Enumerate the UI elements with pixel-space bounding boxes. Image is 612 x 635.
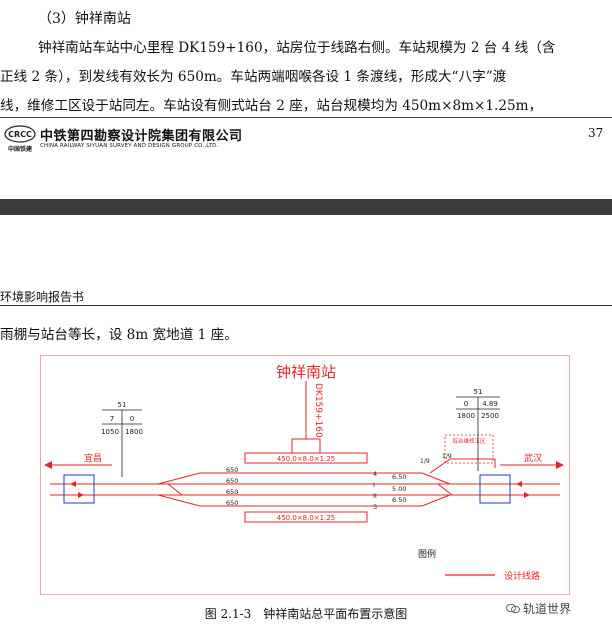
- right-turnout-upper: [421, 472, 451, 485]
- spacing-1: 6.50: [392, 473, 406, 481]
- left-sign-top: 51: [118, 401, 127, 409]
- company-name-cn: 中铁第四勘察设计院集团有限公司: [40, 129, 243, 144]
- paragraph-continued: 雨棚与站台等长，设 8m 宽地道 1 座。: [0, 327, 238, 343]
- left-portal: [63, 474, 95, 504]
- platform-south: [244, 511, 368, 523]
- turnout-label-1: 1/9: [420, 458, 430, 465]
- page-separator: [0, 199, 612, 215]
- depot-area: [444, 434, 494, 464]
- right-crossover: [437, 483, 453, 496]
- turnout-label-2: 1/9: [442, 453, 452, 460]
- company-name-en: CHINA RAILWAY SIYUAN SURVEY AND DESIGN G…: [40, 143, 219, 149]
- figure-caption: 图 2.1-3 钟祥南站总平面布置示意图: [204, 607, 408, 621]
- track-length-3: 650: [226, 488, 238, 496]
- track-number-4: 4: [373, 470, 377, 478]
- left-train-arrow-1: [70, 481, 76, 487]
- left-grade-sign: [102, 409, 142, 477]
- station-layout-diagram: 钟祥南站 DK159+160 450.0×8.0×1.25 450.0×8.0×…: [40, 355, 570, 595]
- right-sign-top: 51: [474, 388, 483, 396]
- spacing-2: 5.00: [392, 485, 406, 493]
- right-direction-arrow: [556, 461, 564, 469]
- right-sign-bot-left: 1800: [457, 412, 475, 420]
- mileage-label: DK159+160: [313, 383, 323, 438]
- track-number-3: 3: [373, 503, 377, 511]
- section-subheading: （3）钟祥南站: [38, 11, 131, 27]
- page-number: 37: [588, 126, 604, 140]
- track-length-2: 650: [226, 477, 238, 485]
- track-length-4: 650: [226, 499, 238, 507]
- right-sign-bot-right: 2500: [481, 412, 499, 420]
- right-sign-mid-right: 4.89: [482, 400, 498, 408]
- crcc-logo: CRCC 中国铁建: [4, 125, 36, 153]
- wechat-icon: [506, 603, 520, 614]
- logo-text: CRCC: [8, 130, 32, 139]
- track-length-1: 650: [226, 466, 238, 474]
- footer-rule: [0, 117, 612, 118]
- watermark-text: 轨道世界: [523, 602, 572, 616]
- right-city: 武汉: [524, 452, 542, 464]
- right-train-arrow-2: [524, 492, 530, 498]
- paragraph-line-1: 钟祥南站车站中心里程 DK159+160，站房位于线路右侧。车站规模为 2 台 …: [38, 40, 556, 56]
- left-turnout-lower: [157, 494, 201, 507]
- right-portal: [479, 474, 511, 504]
- left-sign-bot-left: 1050: [101, 428, 119, 436]
- platform-north-label: 450.0×8.0×1.25: [277, 455, 336, 463]
- spacing-3: 6.50: [392, 496, 406, 504]
- left-city: 宜昌: [84, 452, 102, 464]
- left-sign-mid-left: 7: [110, 415, 114, 423]
- paragraph-line-3: 线，维修工区设于站同左。车站设有侧式站台 2 座，站台规模均为 450m×8m×…: [0, 98, 543, 114]
- legend-item: 设计线路: [504, 570, 540, 582]
- left-crossover: [167, 483, 183, 496]
- right-grade-sign: [456, 396, 500, 471]
- right-train-arrow-1: [516, 481, 522, 487]
- station-building: [291, 438, 321, 454]
- left-direction-arrow: [44, 461, 52, 469]
- track-number-II: II: [373, 492, 377, 500]
- track-number-I: I: [373, 481, 375, 489]
- left-sign-bot-right: 1800: [125, 428, 143, 436]
- station-title: 钟祥南站: [276, 363, 336, 381]
- left-sign-mid-right: 0: [130, 415, 134, 423]
- right-sign-mid-left: 0: [464, 400, 468, 408]
- platform-north: [244, 452, 368, 464]
- legend-title: 图例: [418, 548, 436, 560]
- page-top: （3）钟祥南站 钟祥南站车站中心里程 DK159+160，站房位于线路右侧。车站…: [0, 0, 612, 200]
- right-turnout-lower: [421, 494, 451, 507]
- paragraph-line-2: 正线 2 条），到发线有效长为 650m。车站两端咽喉各设 1 条渡线，形成大“…: [0, 69, 507, 85]
- depot-spur-1: [429, 458, 451, 474]
- platform-south-label: 450.0×8.0×1.25: [277, 514, 336, 522]
- left-turnout-upper: [157, 472, 201, 485]
- logo-sub: 中国铁建: [8, 145, 33, 153]
- diagram-frame: [40, 355, 570, 595]
- running-header: 环境影响报告书: [0, 290, 85, 304]
- header-rule: [0, 305, 612, 306]
- watermark: 轨道世界: [506, 600, 571, 617]
- left-train-arrow-2: [78, 492, 84, 498]
- depot-label: 综合维修工区: [452, 437, 486, 445]
